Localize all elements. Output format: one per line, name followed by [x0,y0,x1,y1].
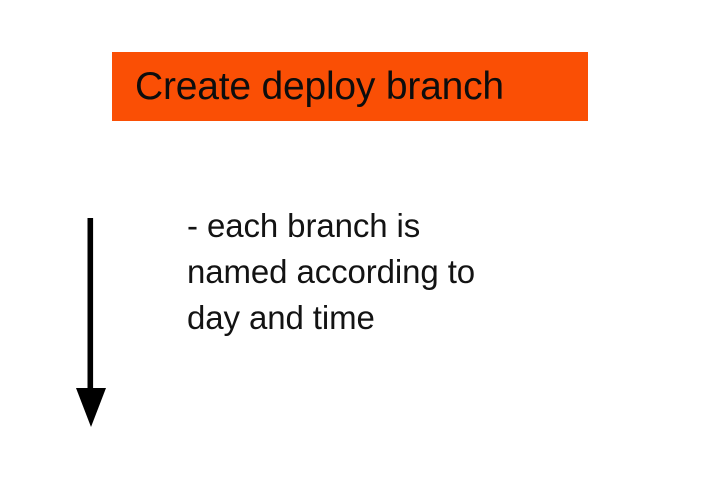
page-title: Create deploy branch [135,65,504,108]
title-banner: Create deploy branch [112,52,588,121]
body-line-3: day and time [187,299,375,336]
down-arrow-icon [76,218,106,427]
body-text-block: - each branch is named according to day … [187,203,587,341]
body-line-1: - each branch is [187,207,421,244]
body-line-2: named according to [187,253,476,290]
